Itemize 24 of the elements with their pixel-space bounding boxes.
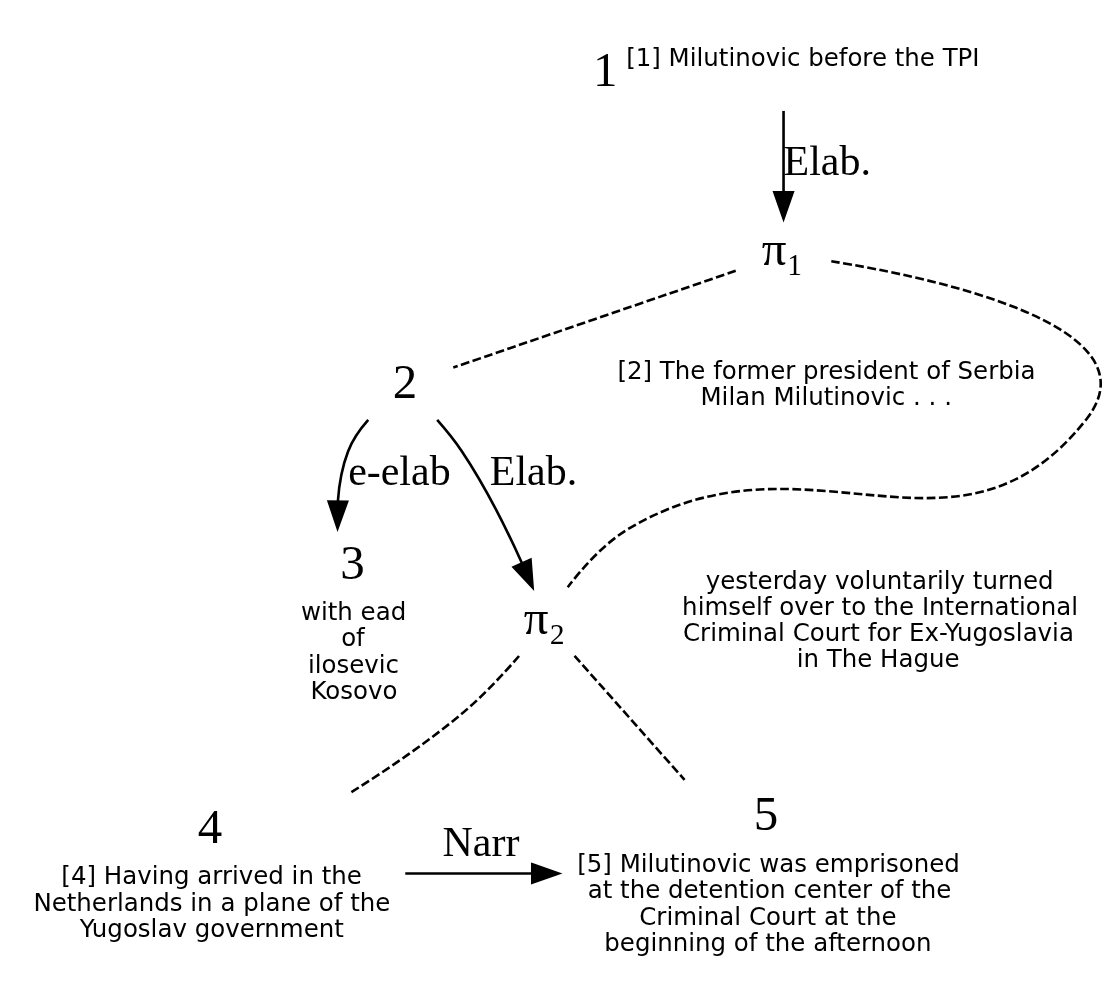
connector bbox=[566, 259, 1101, 588]
label: [2] The former president of Serbia Milan Milutinovic . . . bbox=[617, 355, 1036, 411]
edge-label: e-elab bbox=[348, 447, 451, 494]
node-text: 2 bbox=[392, 353, 418, 409]
edge-label: Elab. bbox=[489, 447, 578, 494]
node-label: [1] Milutinovic before the TPI bbox=[626, 42, 980, 72]
node-label: with ead of ilosevic Kosovo bbox=[300, 596, 407, 705]
node-text: 1 bbox=[592, 41, 618, 97]
edge-label: Narr bbox=[442, 818, 520, 865]
connector bbox=[349, 654, 520, 794]
node-label: [5] Milutinovic was emprisoned at the detention center of the Criminal Court at the beginning of the afternoon bbox=[577, 848, 960, 957]
label: yesterday voluntarily turned himself over to the International Criminal Court for Ex-Yugoslavia in The Hague bbox=[682, 565, 1079, 673]
connector bbox=[452, 269, 737, 369]
node-text: 5 bbox=[753, 785, 779, 841]
node-text: π₂ bbox=[523, 589, 566, 645]
node-text: 4 bbox=[197, 798, 223, 854]
arrow bbox=[772, 110, 795, 223]
connector bbox=[573, 654, 686, 781]
node-text: π₁ bbox=[761, 220, 804, 276]
arrow bbox=[436, 418, 535, 591]
node-text: 3 bbox=[340, 534, 365, 590]
arrow bbox=[405, 861, 563, 884]
arrow bbox=[326, 418, 370, 532]
node-label: [4] Having arrived in the Netherlands in a plane of the Yugoslav government bbox=[33, 860, 391, 943]
